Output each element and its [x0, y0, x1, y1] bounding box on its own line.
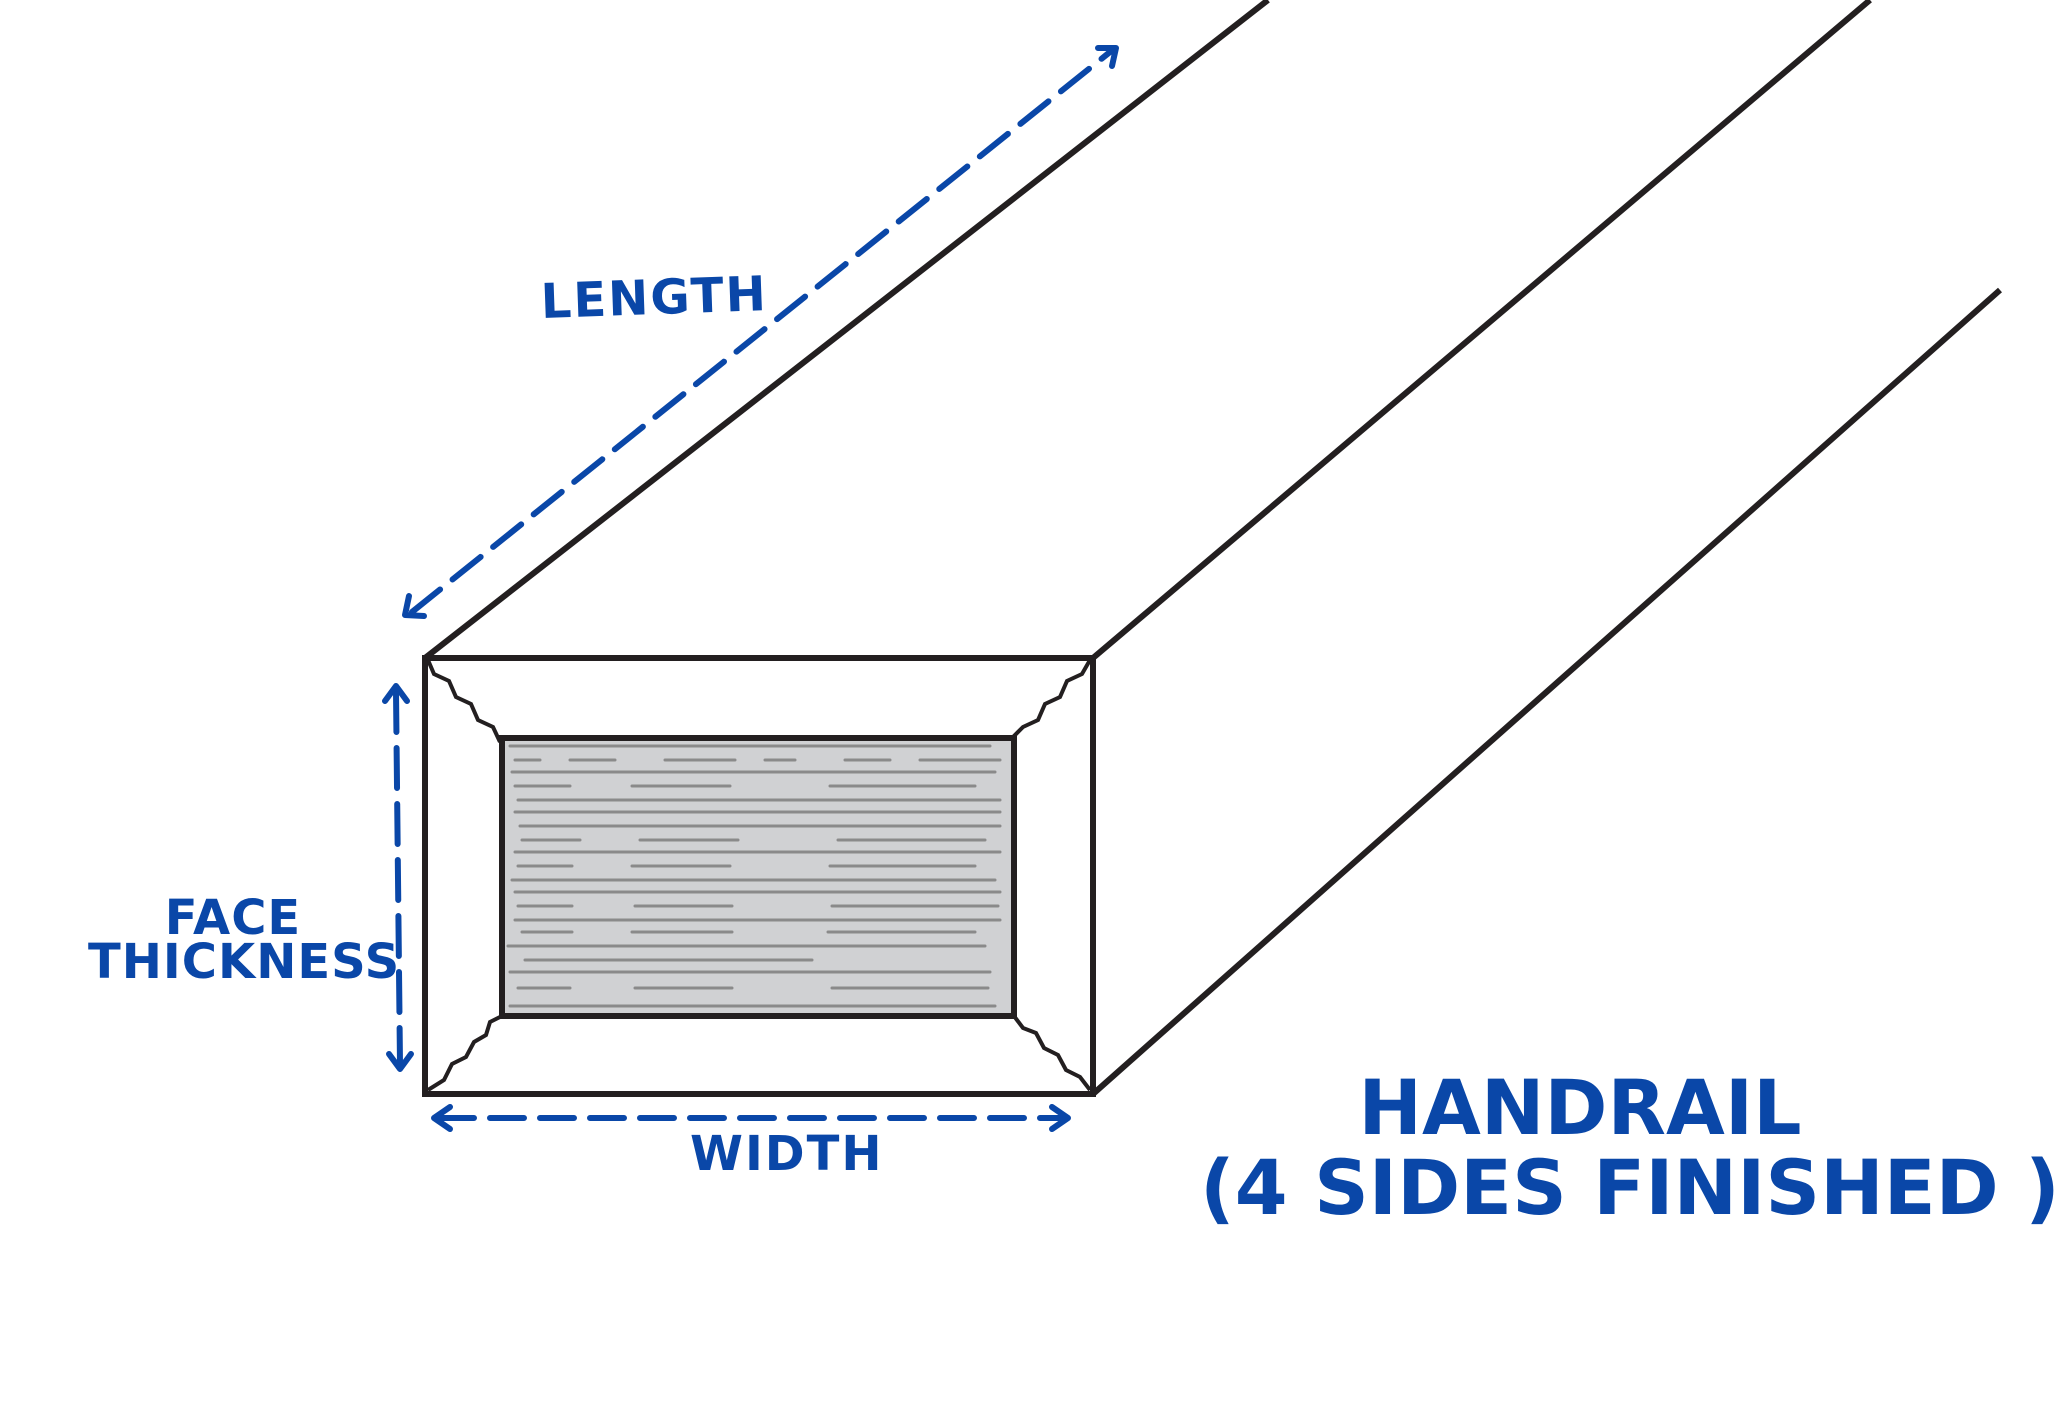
- face-thickness-label-line1: FACE: [164, 890, 302, 946]
- board-bottom-right-edge: [1091, 287, 2002, 1097]
- diagram-title: HANDRAIL (4 SIDES FINISHED ): [1200, 1063, 2060, 1232]
- face-thickness-dimension-line: [393, 689, 403, 1067]
- board-top-left-edge: [423, 0, 1270, 661]
- face-thickness-arrowhead-bottom: [386, 1051, 414, 1072]
- zigzag-bottom-left: [426, 1014, 503, 1092]
- board-front-face: [422, 655, 1096, 1097]
- length-dimension-line: [409, 49, 1113, 615]
- corner-zigzags: [426, 659, 1092, 1092]
- board-outline: [422, 0, 2002, 1097]
- length-arrowhead-top: [1095, 45, 1119, 69]
- zigzag-top-left: [426, 659, 502, 743]
- title-line2: (4 SIDES FINISHED ): [1200, 1143, 2060, 1232]
- width-label: WIDTH: [690, 1126, 884, 1182]
- face-thickness-arrowhead-top: [382, 683, 410, 704]
- face-thickness-label: FACE THICKNESS: [88, 890, 401, 990]
- end-grain-face: [499, 735, 1017, 1019]
- title-line1: HANDRAIL: [1358, 1063, 1802, 1152]
- length-arrowhead-bottom: [402, 593, 427, 619]
- face-thickness-label-line2: THICKNESS: [88, 934, 401, 990]
- width-arrowhead-left: [431, 1104, 453, 1132]
- handrail-diagram: [382, 0, 2002, 1132]
- width-arrowhead-right: [1049, 1104, 1071, 1132]
- zigzag-bottom-right: [1012, 1014, 1092, 1092]
- dimension-arrows: [382, 45, 1119, 1132]
- zigzag-top-right: [1010, 659, 1092, 740]
- board-top-right-edge: [1091, 0, 1872, 661]
- length-label: LENGTH: [539, 266, 769, 330]
- wood-grain: [506, 744, 1002, 1008]
